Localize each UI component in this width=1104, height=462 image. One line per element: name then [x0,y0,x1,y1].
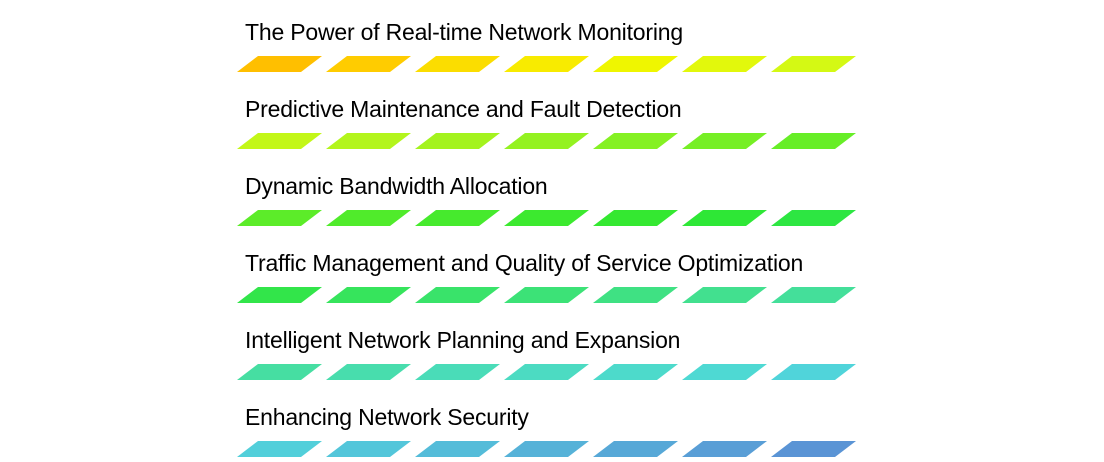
parallelogram-segment [326,441,411,457]
parallelogram-segment [237,56,322,72]
parallelogram-segment [326,287,411,303]
parallelogram-segment [593,364,678,380]
parallelogram-segment [504,441,589,457]
parallelogram-segment [504,287,589,303]
section-title: Intelligent Network Planning and Expansi… [245,327,681,353]
parallelogram-segment [415,210,500,226]
parallelogram-segment [237,441,322,457]
parallelogram-segment [415,287,500,303]
parallelogram-segment [415,364,500,380]
parallelogram-bar [0,287,1104,303]
parallelogram-segment [593,210,678,226]
section-title: The Power of Real-time Network Monitorin… [245,19,683,45]
parallelogram-segment [771,287,856,303]
parallelogram-bar [0,210,1104,226]
parallelogram-segment [593,56,678,72]
parallelogram-segment [593,287,678,303]
parallelogram-segment [682,133,767,149]
parallelogram-segment [771,441,856,457]
parallelogram-segment [682,364,767,380]
parallelogram-segment [415,133,500,149]
parallelogram-bar [0,56,1104,72]
section-title: Dynamic Bandwidth Allocation [245,173,548,199]
parallelogram-segment [682,441,767,457]
parallelogram-segment [771,210,856,226]
section-title: Enhancing Network Security [245,404,529,430]
parallelogram-segment [326,364,411,380]
parallelogram-segment [682,287,767,303]
parallelogram-segment [504,133,589,149]
parallelogram-segment [326,210,411,226]
parallelogram-segment [771,133,856,149]
parallelogram-segment [326,133,411,149]
parallelogram-segment [682,56,767,72]
parallelogram-segment [415,56,500,72]
section-2: Predictive Maintenance and Fault Detecti… [0,77,1104,154]
parallelogram-segment [504,364,589,380]
parallelogram-segment [415,441,500,457]
parallelogram-segment [593,133,678,149]
parallelogram-segment [326,56,411,72]
parallelogram-segment [504,210,589,226]
section-title: Predictive Maintenance and Fault Detecti… [245,96,682,122]
section-4: Traffic Management and Quality of Servic… [0,231,1104,308]
parallelogram-segment [593,441,678,457]
section-6: Enhancing Network Security [0,385,1104,462]
parallelogram-segment [237,133,322,149]
parallelogram-segment [771,364,856,380]
parallelogram-segment [682,210,767,226]
section-5: Intelligent Network Planning and Expansi… [0,308,1104,385]
parallelogram-bar [0,133,1104,149]
parallelogram-segment [504,56,589,72]
section-title: Traffic Management and Quality of Servic… [245,250,804,276]
parallelogram-segment [237,210,322,226]
parallelogram-bar [0,441,1104,457]
parallelogram-bar [0,364,1104,380]
parallelogram-segment [237,364,322,380]
section-3: Dynamic Bandwidth Allocation [0,154,1104,231]
parallelogram-segment [771,56,856,72]
section-1: The Power of Real-time Network Monitorin… [0,0,1104,77]
parallelogram-segment [237,287,322,303]
